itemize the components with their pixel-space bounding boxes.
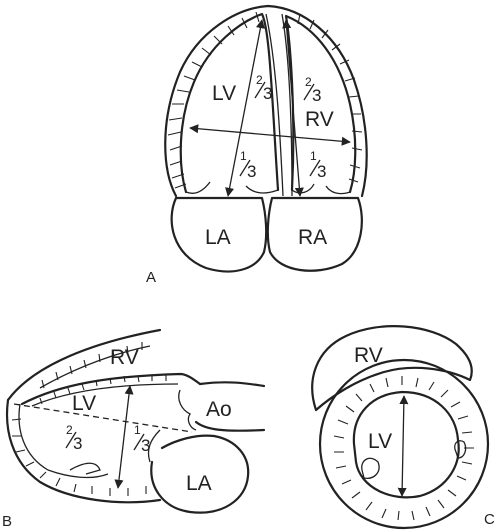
panel-b-rv-label: RV	[110, 346, 139, 369]
panel-b-mitral-leaflet	[69, 429, 161, 475]
svg-text:3: 3	[312, 86, 321, 105]
panel-b-left-atrium	[150, 434, 250, 514]
svg-text:3: 3	[141, 436, 150, 455]
panel-b-lv-label: LV	[72, 392, 96, 415]
panel-a-left-atrium	[170, 196, 268, 273]
panel-a-letter: A	[146, 269, 156, 286]
svg-text:3: 3	[317, 162, 326, 181]
panel-a-lv-long-axis-arrow	[225, 19, 265, 197]
panel-b-long-axis-dashed	[13, 403, 193, 433]
svg-text:3: 3	[247, 162, 256, 181]
panel-a-rv-long-axis-arrow	[282, 19, 304, 197]
panel-a-tricuspid-valve	[291, 183, 351, 195]
svg-text:1: 1	[310, 149, 317, 163]
panel-a-ra-label: RA	[298, 226, 327, 249]
panel-a-rv-label: RV	[305, 108, 334, 131]
panel-b-long-axis-view: RV LV Ao LA 2 3 1 3 B	[2, 328, 266, 530]
panel-c-lv-label: LV	[368, 430, 392, 453]
panel-a-lv-two-thirds: 2 3	[254, 73, 272, 103]
svg-text:2: 2	[66, 423, 73, 437]
panel-b-ao-label: Ao	[206, 398, 232, 421]
panel-b-one-third: 1 3	[133, 423, 150, 455]
panel-b-lv-endocardium	[18, 403, 109, 479]
panel-b-letter: B	[2, 513, 12, 530]
panel-c-papillary-muscle-right	[454, 440, 467, 459]
panel-b-wall-hatching	[11, 342, 167, 496]
panel-c-letter: C	[484, 511, 495, 528]
panel-b-septum	[20, 372, 202, 406]
panel-a-apical-view: LV RV LA RA 2 3 1 3 2 3 1 3 A	[146, 4, 368, 286]
panel-b-two-thirds: 2 3	[65, 423, 82, 453]
svg-text:2: 2	[256, 73, 263, 87]
panel-b-rv-outer-wall	[6, 328, 162, 402]
panel-b-septum-inner	[31, 383, 179, 407]
panel-b-la-label: LA	[186, 472, 212, 495]
panel-a-rv-two-thirds: 2 3	[303, 75, 321, 105]
panel-c-lv-diameter-arrow	[397, 395, 409, 497]
panel-c-short-axis-view: RV LV C	[311, 325, 495, 530]
panel-c-wall-hatching	[333, 376, 474, 521]
svg-text:3: 3	[73, 434, 82, 453]
panel-a-right-atrium	[266, 196, 363, 272]
panel-c-lv-epicardium	[318, 358, 490, 530]
panel-a-epicardium	[164, 4, 368, 198]
panel-b-aorta	[194, 381, 266, 432]
panel-c-right-ventricle	[311, 325, 473, 412]
panel-b-aortic-valve	[178, 389, 197, 431]
panel-a-lv-one-third: 1 3	[239, 149, 256, 181]
panel-b-lv-posterior-wall	[6, 398, 162, 504]
svg-text:3: 3	[263, 84, 272, 103]
svg-text:2: 2	[305, 75, 312, 89]
panel-a-lv-label: LV	[212, 82, 236, 105]
panel-a-transverse-arrow	[189, 124, 351, 146]
panel-a-mitral-valve	[185, 181, 279, 194]
panel-b-lv-dimension-arrow	[114, 385, 134, 489]
svg-text:1: 1	[240, 149, 247, 163]
panel-b-rv-inner-wall	[39, 345, 151, 389]
panel-c-lv-endocardium	[352, 390, 460, 499]
panel-a-la-label: LA	[205, 226, 231, 249]
svg-text:1: 1	[134, 423, 141, 437]
panel-a-wall-hatching	[167, 11, 363, 189]
panel-a-rv-one-third: 1 3	[309, 149, 326, 181]
panel-c-papillary-muscle-left	[361, 457, 380, 479]
panel-c-rv-label: RV	[354, 344, 383, 367]
